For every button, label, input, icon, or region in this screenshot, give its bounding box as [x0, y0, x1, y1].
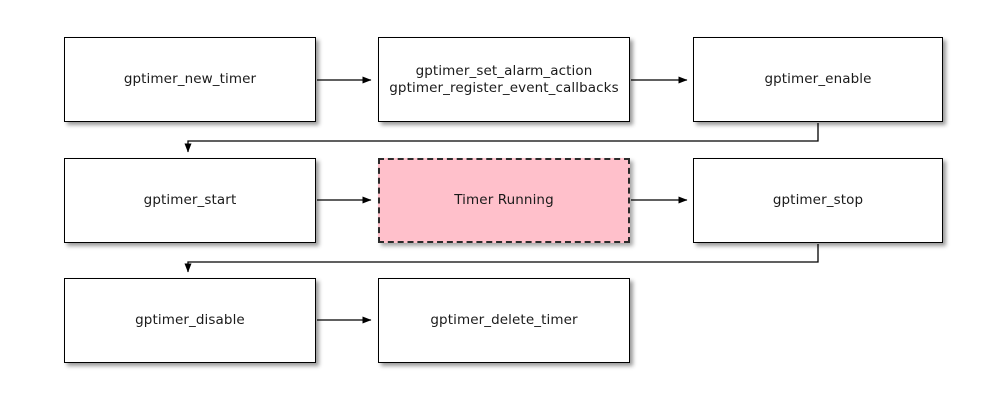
node-label-set_alarm: gptimer_set_alarm_action gptimer_registe…: [389, 62, 619, 96]
node-enable[interactable]: gptimer_enable: [693, 37, 943, 122]
node-new_timer[interactable]: gptimer_new_timer: [64, 37, 316, 122]
node-label-running: Timer Running: [454, 192, 554, 208]
node-running[interactable]: Timer Running: [378, 158, 630, 243]
node-stop[interactable]: gptimer_stop: [693, 158, 943, 243]
node-start[interactable]: gptimer_start: [64, 158, 316, 243]
node-label-stop: gptimer_stop: [772, 192, 864, 208]
node-label-new_timer: gptimer_new_timer: [123, 71, 257, 87]
node-set_alarm[interactable]: gptimer_set_alarm_action gptimer_registe…: [378, 37, 630, 122]
node-label-disable: gptimer_disable: [135, 312, 245, 328]
node-delete_timer[interactable]: gptimer_delete_timer: [378, 278, 630, 363]
node-label-delete_timer: gptimer_delete_timer: [430, 312, 578, 328]
connector-stop-to-disable: [184, 244, 819, 273]
connector-enable-to-start: [184, 123, 819, 153]
node-label-enable: gptimer_enable: [764, 71, 872, 87]
node-disable[interactable]: gptimer_disable: [64, 278, 316, 363]
node-label-start: gptimer_start: [143, 192, 237, 208]
